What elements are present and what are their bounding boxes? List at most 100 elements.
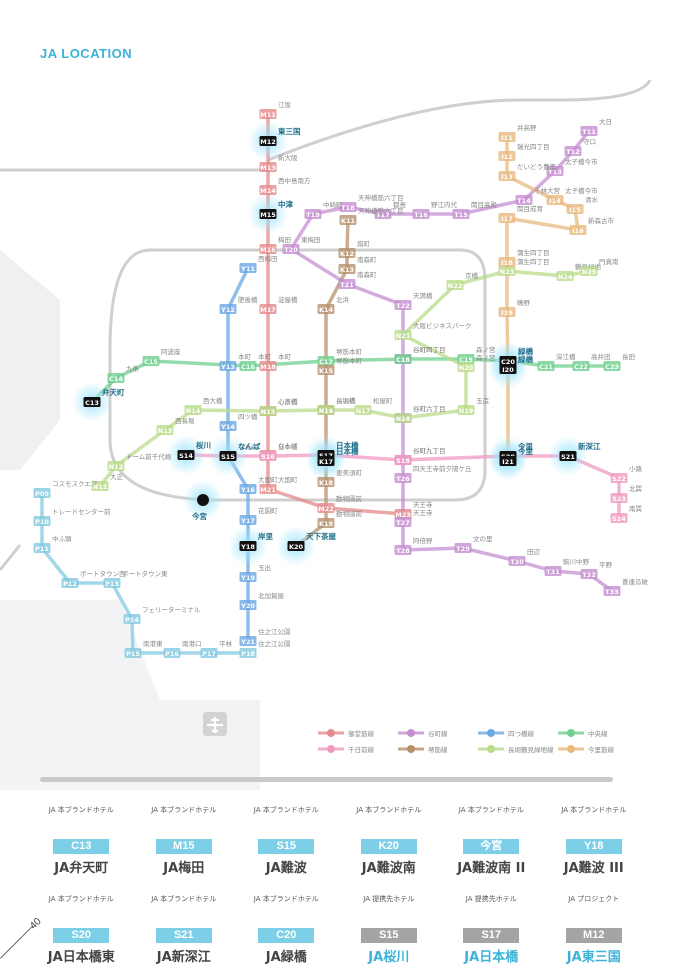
station-code: N23 — [500, 268, 515, 276]
station-name: 高井田 — [591, 352, 611, 361]
station-name: 門真南 — [599, 257, 619, 266]
station-code: I21 — [502, 458, 514, 466]
station-code: T16 — [414, 211, 428, 219]
station-name: 守口 — [583, 137, 596, 146]
hotel-name: JA難波南 — [361, 861, 416, 876]
station-code-box — [394, 300, 412, 310]
station-code-box — [556, 271, 574, 281]
station-name: 梅田 — [278, 235, 291, 244]
station-code-box — [184, 405, 202, 415]
station-code-box — [569, 225, 587, 235]
station-name: 谷町四丁目 — [413, 345, 446, 354]
station-name: 駒川中野 — [563, 557, 590, 566]
station-code: P18 — [241, 650, 255, 658]
station-code-box — [219, 304, 237, 314]
legend-label: 長堀鶴見緑地線 — [508, 745, 554, 754]
station-code-box — [499, 364, 517, 374]
station-name: 長堀橋 — [336, 396, 356, 405]
station-code-box — [499, 356, 517, 366]
station-code: C21 — [539, 363, 553, 371]
station-code: T19 — [306, 211, 320, 219]
hotel-station-code: S17 — [463, 928, 520, 943]
station-code-box — [123, 614, 141, 624]
station-code: T21 — [340, 281, 354, 289]
station-name: 南森町 — [357, 255, 377, 264]
station-code-box — [239, 600, 257, 610]
station-code: T17 — [376, 211, 389, 219]
station-name: 淀屋橋 — [278, 295, 298, 304]
station-code-box — [572, 361, 590, 371]
legend-dot — [567, 745, 575, 753]
legend-label: 中央線 — [588, 729, 608, 738]
station-code-box — [239, 484, 257, 494]
station-code-box — [515, 195, 533, 205]
station-code: S22 — [612, 475, 626, 483]
station-code: M18 — [260, 363, 276, 371]
station-code-box — [317, 518, 335, 528]
legend-dot — [327, 729, 335, 737]
station-code: I12 — [501, 153, 512, 161]
station-code: T31 — [546, 568, 560, 576]
station-code-box — [259, 451, 277, 461]
station-name: フェリーターミナル — [142, 605, 201, 614]
station-code-box — [61, 578, 79, 588]
station-code-box — [610, 473, 628, 483]
station-name: 中崎町 — [323, 200, 343, 209]
map-legend: 御堂筋線谷町線四つ橋線中央線千日前線堺筋線長堀鶴見緑地線今里筋線 — [318, 729, 615, 754]
station-code-box — [603, 586, 621, 596]
station-code: P17 — [202, 650, 216, 658]
station-name: 肥後橋 — [238, 295, 258, 304]
station-code-box — [580, 266, 598, 276]
station-code: P10 — [35, 518, 49, 526]
station-code-box — [537, 361, 555, 371]
station-code: C23 — [605, 363, 619, 371]
station-name: 谷町九丁目 — [413, 446, 446, 455]
station-code-box — [394, 517, 412, 527]
station-code-box — [33, 543, 51, 553]
hotel-station-code: S15 — [360, 928, 417, 943]
station-name: 日本橋 — [278, 442, 298, 451]
station-name: 天下茶屋 — [306, 531, 336, 541]
station-name: なんば — [238, 442, 258, 451]
station-code-box — [239, 541, 257, 551]
station-name: 森ノ宮 — [476, 345, 496, 354]
station-name: 大阪ビジネスパーク — [413, 321, 472, 330]
station-code-box — [394, 330, 412, 340]
station-code: Y20 — [240, 602, 255, 610]
station-code-box — [259, 185, 277, 195]
station-code-box — [559, 451, 577, 461]
station-name: ポートタウン西 — [80, 569, 126, 578]
station-name: 四天王寺前夕陽ケ丘 — [413, 464, 472, 473]
station-name: 花園町 — [258, 506, 278, 515]
station-code-box — [610, 493, 628, 503]
station-code: M23 — [395, 511, 411, 519]
station-code: I19 — [501, 309, 513, 317]
station-code-box — [142, 356, 160, 366]
legend-dot — [487, 745, 495, 753]
station-name: 北浜 — [336, 295, 350, 304]
hotel-caption: JA 本ブランドホテル — [253, 806, 319, 814]
